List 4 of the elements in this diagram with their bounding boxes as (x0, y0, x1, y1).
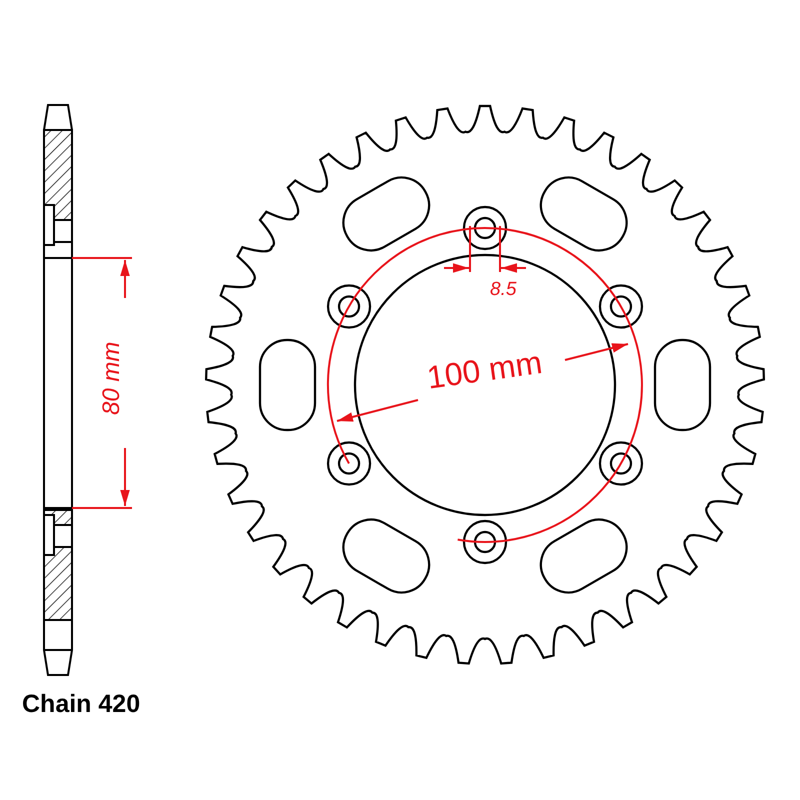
dimension-label: 8.5 (490, 280, 516, 299)
dimension-label: 100 mm (425, 346, 544, 394)
chain-size-label: Chain 420 (22, 692, 140, 717)
dimension-label: 80 mm (100, 342, 124, 415)
